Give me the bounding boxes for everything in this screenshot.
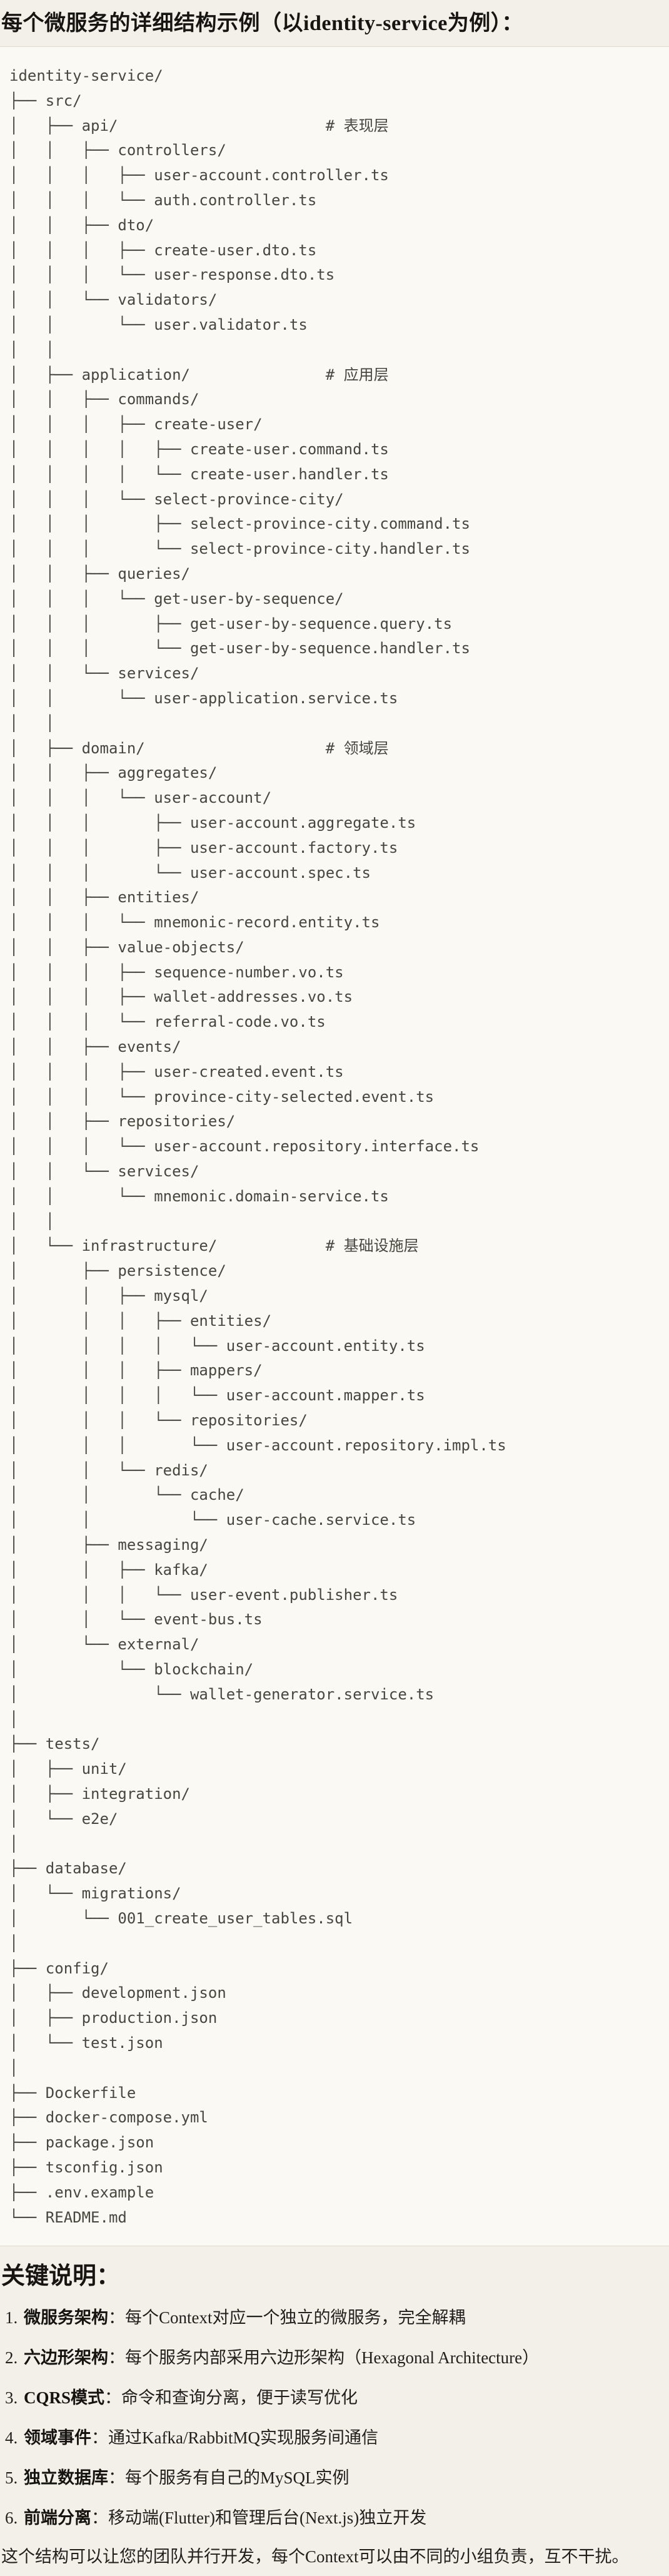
list-item-colon: ： (91, 2428, 108, 2448)
list-item: 2. 六边形架构：每个服务内部采用六边形架构（Hexagonal Architec… (0, 2338, 669, 2378)
list-item-colon: ： (108, 2308, 125, 2328)
list-item: 5. 独立数据库：每个服务有自己的MySQL实例 (0, 2458, 669, 2498)
list-item-term: 前端分离 (24, 2508, 91, 2528)
notes-heading: 关键说明： (1, 2263, 121, 2290)
page-title: 每个微服务的详细结构示例（以identity-service为例）： (1, 12, 523, 35)
list-item-number: 1. (5, 2308, 18, 2328)
list-item-description: 命令和查询分离，便于读写优化 (121, 2388, 358, 2408)
list-item: 6. 前端分离：移动端(Flutter)和管理后台(Next.js)独立开发 (0, 2498, 669, 2538)
list-item-description: 通过Kafka/RabbitMQ实现服务间通信 (108, 2428, 378, 2448)
list-item-colon: ： (108, 2348, 125, 2368)
code-block: identity-service/ ├── src/ │ ├── api/ # … (0, 46, 669, 2247)
list-item-description: 每个Context对应一个独立的微服务，完全解耦 (125, 2308, 466, 2328)
closing-paragraph: 这个结构可以让您的团队并行开发，每个Context可以由不同的小组负责，互不干扰… (1, 2547, 629, 2567)
list-item-colon: ： (108, 2468, 125, 2488)
list-item-number: 6. (5, 2508, 18, 2528)
list-item-description: 每个服务有自己的MySQL实例 (125, 2468, 350, 2488)
list-item-term: 微服务架构 (24, 2308, 108, 2328)
list-item-term: 六边形架构 (24, 2348, 108, 2368)
list-item-number: 2. (5, 2348, 18, 2368)
list-item: 3. CQRS模式：命令和查询分离，便于读写优化 (0, 2378, 669, 2418)
file-tree: identity-service/ ├── src/ │ ├── api/ # … (9, 67, 506, 2226)
list-item: 1. 微服务架构：每个Context对应一个独立的微服务，完全解耦 (0, 2298, 669, 2338)
list-item-number: 4. (5, 2428, 18, 2448)
list-item-colon: ： (91, 2508, 108, 2528)
list-item-number: 3. (5, 2388, 18, 2408)
list-item-description: 每个服务内部采用六边形架构（Hexagonal Architecture） (125, 2348, 540, 2368)
list-item-description: 移动端(Flutter)和管理后台(Next.js)独立开发 (108, 2508, 427, 2528)
list-item-colon: ： (104, 2388, 122, 2408)
list-item-term: 独立数据库 (24, 2468, 108, 2488)
list-item-number: 5. (5, 2468, 18, 2488)
list-item: 4. 领域事件：通过Kafka/RabbitMQ实现服务间通信 (0, 2418, 669, 2458)
list-item-term: CQRS模式 (24, 2388, 105, 2408)
list-item-term: 领域事件 (24, 2428, 91, 2448)
